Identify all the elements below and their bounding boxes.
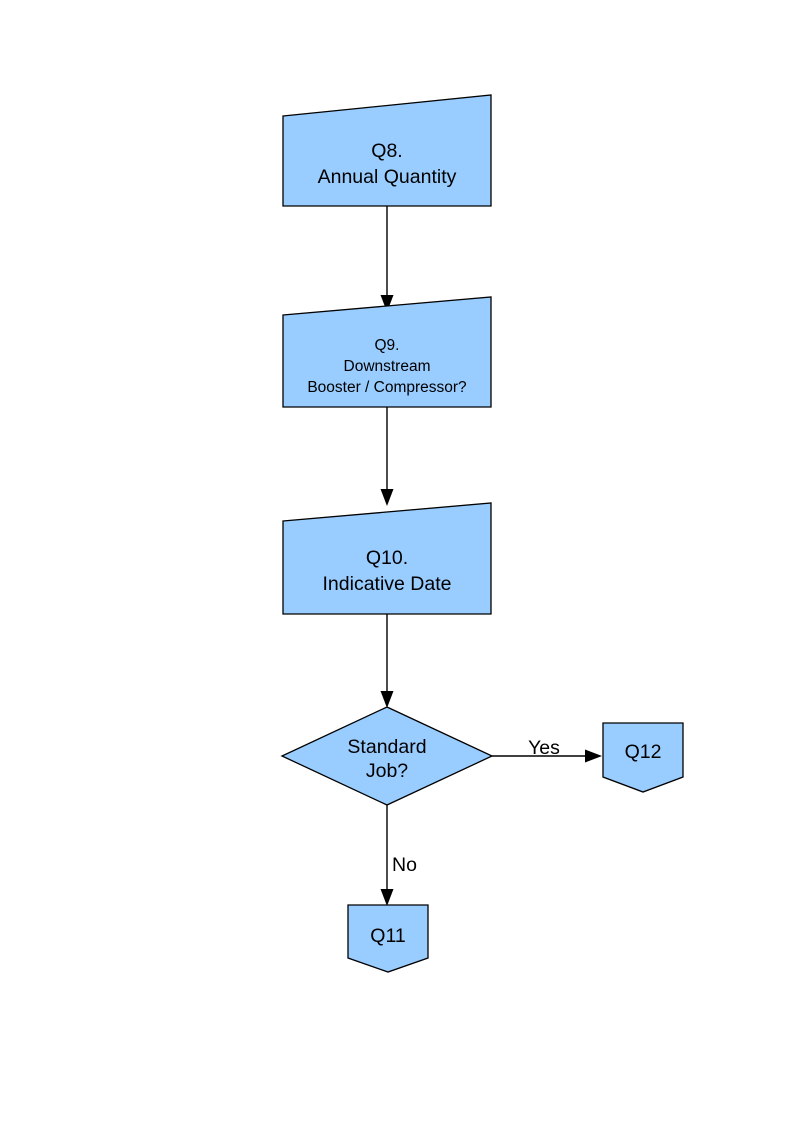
q8-shape[interactable] [282,94,492,207]
decision-label-line1: Standard [347,736,426,758]
node-q10[interactable]: Q10. Indicative Date [282,502,492,615]
node-decision-standard-job[interactable]: Standard Job? [280,706,494,806]
connector-q9-to-q10 [380,407,394,506]
q11-shape[interactable] [347,904,429,973]
q10-shape[interactable] [282,502,492,615]
q11-label: Q11 [370,925,405,947]
decision-shape[interactable] [280,706,494,806]
edge-label-no: No [392,854,417,876]
q9-label-line3: Booster / Compressor? [307,379,467,396]
connector-decision-to-q11 [380,805,394,906]
q12-label: Q12 [625,741,662,763]
q8-label-line1: Q8. [371,140,402,162]
arrow-head-icon [380,295,394,312]
q8-label-line2: Annual Quantity [318,166,457,188]
decision-label-line2: Job? [366,760,408,782]
q10-label-line1: Q10. [366,547,408,569]
q9-label-line2: Downstream [344,358,431,375]
arrow-head-icon [380,691,394,708]
connector-decision-to-q12 [492,749,602,763]
q12-shape[interactable] [602,722,684,793]
connector-q10-to-decision [380,614,394,708]
node-q11[interactable]: Q11 [347,904,429,973]
q9-shape[interactable] [282,296,492,408]
node-q9[interactable]: Q9. Downstream Booster / Compressor? [282,296,492,408]
edge-label-yes: Yes [528,737,560,759]
arrow-head-icon [585,749,602,763]
q10-label-line2: Indicative Date [323,573,452,595]
node-q12[interactable]: Q12 [602,722,684,793]
arrow-head-icon [380,489,394,506]
arrow-head-icon [380,889,394,906]
connector-q8-to-q9 [380,206,394,312]
node-q8[interactable]: Q8. Annual Quantity [282,94,492,207]
q9-label-line1: Q9. [375,337,400,354]
